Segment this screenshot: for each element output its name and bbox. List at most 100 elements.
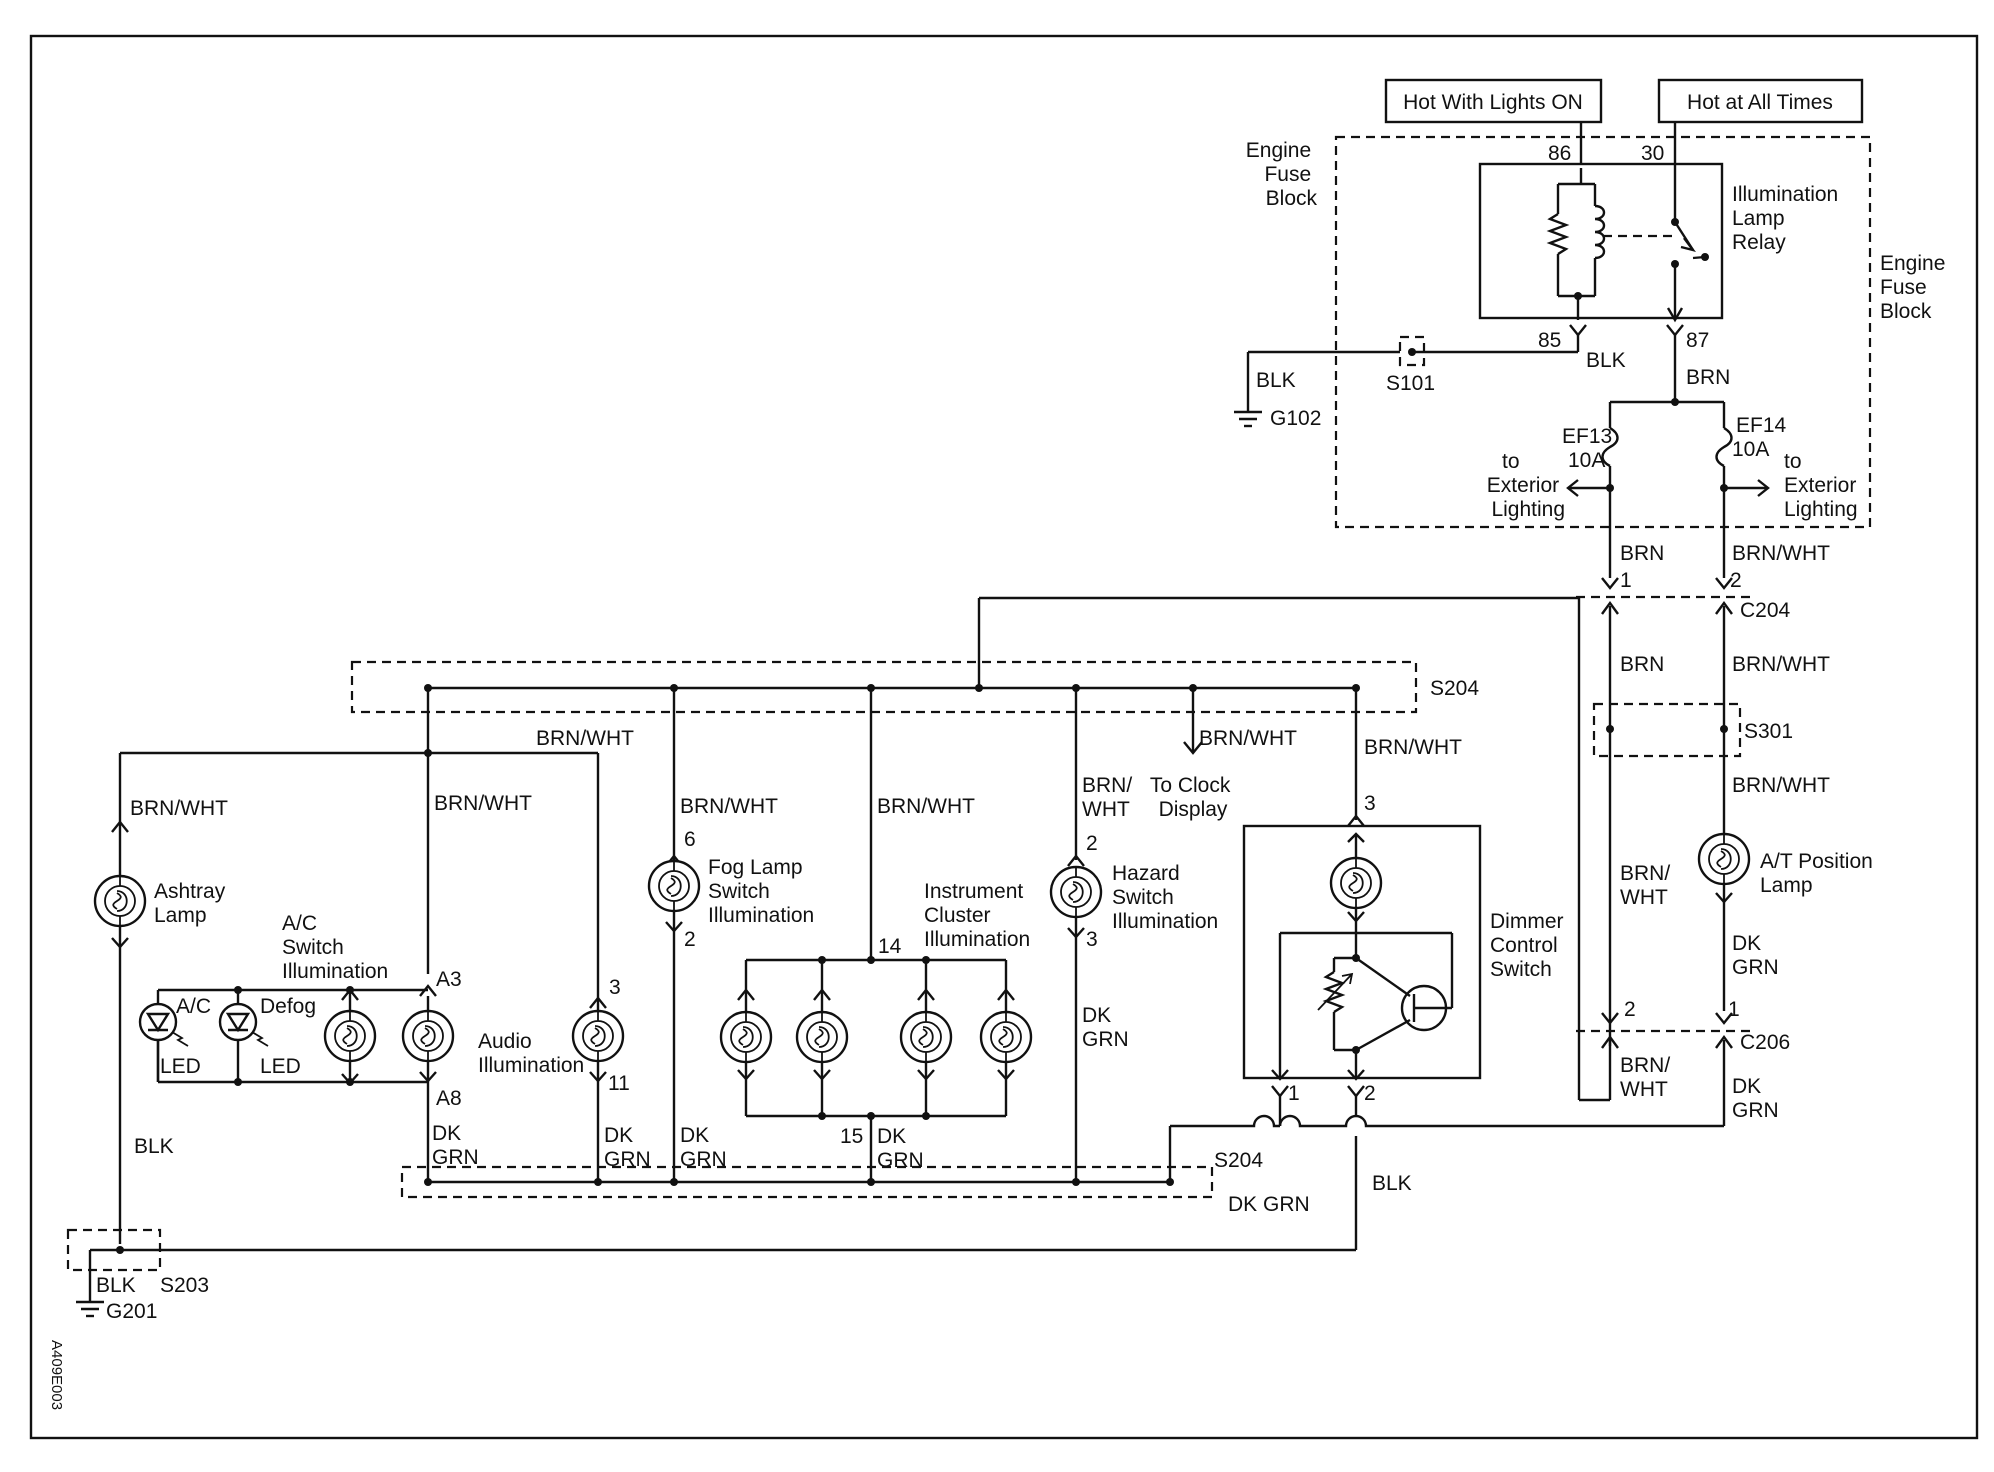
audio-illumination-label: Audio Illumination xyxy=(478,1030,584,1077)
fuse-block-right-label: Engine Fuse Block xyxy=(1880,252,1951,323)
hazard-switch-label: Hazard Switch Illumination xyxy=(1112,862,1218,933)
to-exterior-lighting-right: to Exterior Lighting xyxy=(1784,450,1862,521)
wire-dkgrn-cluster: DK GRN xyxy=(877,1125,924,1172)
connector-c206: C206 xyxy=(1740,1031,1790,1054)
pin-cluster-14: 14 xyxy=(878,935,902,958)
wire-dkgrn-hazard: DK GRN xyxy=(1082,1004,1129,1051)
engine-fuse-block-outline xyxy=(1334,135,1872,529)
splice-s204-bottom-label: S204 xyxy=(1214,1149,1263,1172)
ac-led-icon xyxy=(138,1002,189,1047)
wire-brnwht-ef14: BRN/WHT xyxy=(1732,542,1830,565)
fog-lamp-switch-icon xyxy=(647,859,701,913)
wire-brn-c204: BRN xyxy=(1620,653,1664,676)
wire-brnwht-c206: BRN/ WHT xyxy=(1620,1054,1676,1101)
ground-g201-label: G201 xyxy=(106,1300,157,1323)
relay-label: Illumination Lamp Relay xyxy=(1732,183,1844,254)
wire-dkgrn-bus: DK GRN xyxy=(1228,1193,1310,1216)
fuse-block-left-label: Engine Fuse Block xyxy=(1246,139,1318,210)
splice-s204-bottom xyxy=(400,1165,1214,1199)
pin-audio-3: 3 xyxy=(609,976,621,999)
relay-pin-85: 85 xyxy=(1538,329,1561,352)
wire-dkgrn-audio: DK GRN xyxy=(604,1124,651,1171)
hot-all-times-box xyxy=(1657,78,1864,124)
wire-blk-g201: BLK xyxy=(96,1274,136,1297)
splice-s301-label: S301 xyxy=(1744,720,1793,743)
hot-lights-on-label: Hot With Lights ON xyxy=(1403,91,1583,114)
instrument-cluster-label: Instrument Cluster Illumination xyxy=(924,880,1030,951)
ground-g201-icon xyxy=(76,1300,104,1318)
wire-brnwht-dimmer: BRN/WHT xyxy=(1364,736,1462,759)
wire-brnwht-c204: BRN/WHT xyxy=(1732,653,1830,676)
ground-g102-label: G102 xyxy=(1270,407,1321,430)
wire-brnwht-ashtray: BRN/WHT xyxy=(130,797,228,820)
c204-pin-1: 1 xyxy=(1620,569,1632,592)
relay-pin-87: 87 xyxy=(1686,329,1709,352)
c204-pin-2: 2 xyxy=(1730,569,1742,592)
wire-dkgrn-ac: DK GRN xyxy=(432,1122,479,1169)
pin-dimmer-3: 3 xyxy=(1364,792,1376,815)
splice-s301 xyxy=(1592,702,1742,758)
wire-brn-ef13: BRN xyxy=(1620,542,1664,565)
pin-fog-2: 2 xyxy=(684,928,696,951)
illumination-lamp-relay xyxy=(1478,162,1724,320)
ashtray-lamp-label: Ashtray Lamp xyxy=(154,880,231,927)
dimmer-rheostat-icon xyxy=(1317,956,1356,1052)
fog-lamp-switch-label: Fog Lamp Switch Illumination xyxy=(708,856,814,927)
pin-hazard-3: 3 xyxy=(1086,928,1098,951)
wire-brn-87: BRN xyxy=(1686,366,1730,389)
relay-pin-30: 30 xyxy=(1641,142,1664,165)
defog-led-label: Defog LED xyxy=(260,995,322,1078)
to-exterior-lighting-left: to Exterior Lighting xyxy=(1487,450,1565,521)
splice-s203-label: S203 xyxy=(160,1274,209,1297)
ashtray-lamp-icon xyxy=(93,874,147,928)
wire-dkgrn-fog: DK GRN xyxy=(680,1124,727,1171)
c206-pin-2: 2 xyxy=(1624,998,1636,1021)
dimmer-transistor-icon xyxy=(1355,957,1452,1052)
relay-resistor xyxy=(1546,212,1570,256)
figure-code: A409E003 xyxy=(48,1340,65,1410)
c206-pin-1: 1 xyxy=(1728,998,1740,1021)
relay-coil xyxy=(1594,204,1606,260)
relay-pin-86: 86 xyxy=(1548,142,1571,165)
at-position-lamp-label: A/T Position Lamp xyxy=(1760,850,1879,897)
pin-dimmer-1: 1 xyxy=(1288,1082,1300,1105)
fuse-ef14-icon xyxy=(1715,426,1733,468)
hot-all-times-label: Hot at All Times xyxy=(1687,91,1833,114)
at-position-lamp-icon xyxy=(1697,832,1751,886)
ac-switch-bulb-2-icon xyxy=(401,1009,455,1063)
splice-s101-label: S101 xyxy=(1386,372,1435,395)
pin-fog-6: 6 xyxy=(684,828,696,851)
pin-hazard-2: 2 xyxy=(1086,832,1098,855)
ac-led-label: A/C LED xyxy=(160,995,217,1078)
hot-lights-on-box xyxy=(1384,78,1603,124)
wire-dkgrn-c206: DK GRN xyxy=(1732,1075,1779,1122)
pin-dimmer-2: 2 xyxy=(1364,1082,1376,1105)
ac-switch-bulb-1-icon xyxy=(323,1009,377,1063)
wire-blk-dimmer: BLK xyxy=(1372,1172,1412,1195)
fuse-ef14-label: EF14 10A xyxy=(1732,414,1792,461)
wire-brnwht-audio-feed: BRN/WHT xyxy=(536,727,634,750)
fuse-ef13-label: EF13 10A xyxy=(1562,425,1618,472)
wire-blk-ashtray: BLK xyxy=(134,1135,174,1158)
pin-a8: A8 xyxy=(436,1087,462,1110)
wire-dkgrn-at: DK GRN xyxy=(1732,932,1779,979)
splice-s203 xyxy=(66,1228,162,1272)
pin-a3: A3 xyxy=(436,968,462,991)
to-clock-display-label: To Clock Display xyxy=(1150,774,1236,821)
wire-brnwht-ac: BRN/WHT xyxy=(434,792,532,815)
wire-brnwht-s301: BRN/WHT xyxy=(1732,774,1830,797)
connector-c204: C204 xyxy=(1740,599,1791,622)
ac-switch-illum-label: A/C Switch Illumination xyxy=(282,912,388,983)
wire-blk-85: BLK xyxy=(1586,349,1626,372)
wire-brnwht-vertical-label: BRN/ WHT xyxy=(1620,862,1676,909)
ground-g102-icon xyxy=(1234,410,1262,428)
splice-s204-top xyxy=(350,660,1418,714)
pin-audio-11: 11 xyxy=(608,1072,630,1095)
wire-brnwht-hazard: BRN/ WHT xyxy=(1082,774,1138,821)
fuse-ef13-icon xyxy=(1601,426,1619,468)
splice-s204-top-label: S204 xyxy=(1430,677,1479,700)
wire-blk-g102: BLK xyxy=(1256,369,1296,392)
pin-cluster-15: 15 xyxy=(840,1125,863,1148)
cluster-bulbs xyxy=(719,960,1033,1116)
